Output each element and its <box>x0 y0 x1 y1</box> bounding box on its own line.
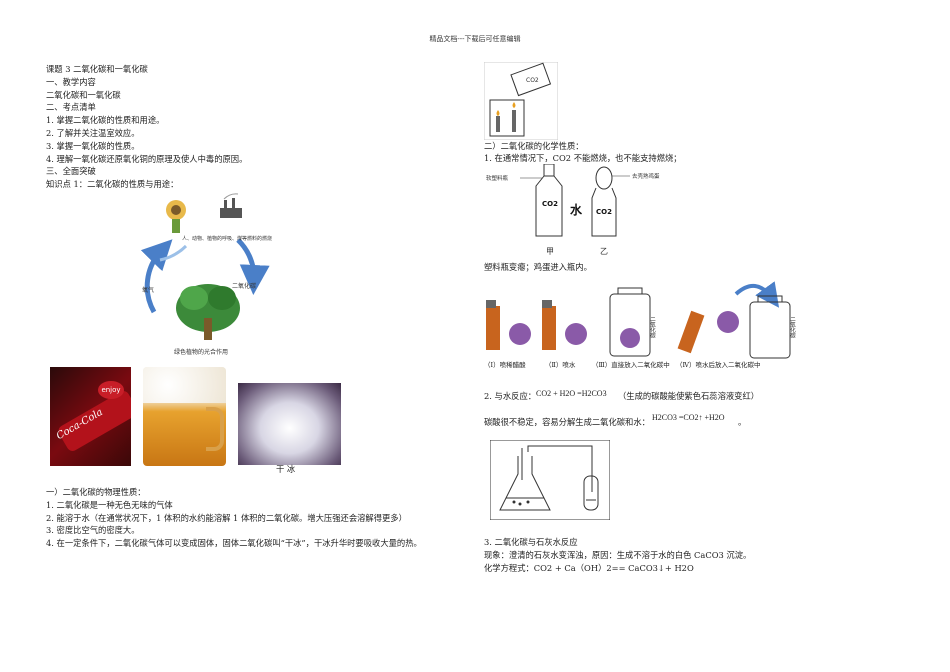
list-item: 3. 密度比空气的密度大。 <box>46 525 140 536</box>
left-column: 课题 3 二氧化碳和一氧化碳 一、教学内容 二氧化碳和一氧化碳 二、考点清单 1… <box>46 63 446 191</box>
person-icon <box>166 200 186 233</box>
flower-icon <box>717 311 739 333</box>
cycle-bottom-label: 绿色植物的光合作用 <box>174 348 228 356</box>
list-item: 4. 在一定条件下，二氧化碳气体可以变成固体，固体二氧化碳叫“干冰”，干冰升华时… <box>46 538 422 549</box>
exp-caption-1: （Ⅰ）喷稀醋酸 <box>484 361 526 369</box>
move-arrow-icon <box>734 281 780 308</box>
jar-label: 二氧化碳 <box>789 316 796 339</box>
flower-icon <box>509 323 531 345</box>
co2-a-label: CO2 <box>542 200 558 208</box>
lesson-title: 课题 3 二氧化碳和一氧化碳 <box>46 64 148 74</box>
jar-icon <box>749 295 791 359</box>
carbonic-acid-text: 碳酸很不稳定，容易分解生成二氧化碳和水： <box>484 417 650 427</box>
spray-bottle-icon <box>486 300 500 350</box>
co2-b-label: CO2 <box>596 208 612 216</box>
list-item: 4. 理解一氧化碳还原氧化铜的原理及使人中毒的原因。 <box>46 153 248 164</box>
factory-icon <box>220 193 242 218</box>
list-item: 3. 掌握一氧化碳的性质。 <box>46 140 140 151</box>
beer-photo <box>143 367 226 466</box>
section-heading: 三、全面突破 <box>46 166 96 177</box>
soft-bottle-label: 软塑料瓶 <box>486 174 509 182</box>
dry-ice-photo <box>238 383 341 465</box>
list-item: 2. 能溶于水（在通常状况下，1 体积的水约能溶解 1 体积的二氧化碳。增大压强… <box>46 512 407 523</box>
limewater-apparatus-diagram <box>490 440 610 520</box>
section-heading: 二、考点清单 <box>46 102 96 113</box>
egg-bottle-icon <box>591 166 617 237</box>
observation-text: 塑料瓶变瘪；鸡蛋进入瓶内。 <box>484 262 592 272</box>
exp-caption-3: （Ⅲ）直接放入二氧化碳中 <box>592 361 670 369</box>
decomposition-formula: H2CO3 =CO2↑ +H2O <box>652 413 725 422</box>
chem-properties-title: 二）二氧化碳的化学性质： <box>484 141 584 151</box>
chem-item-1: 1. 在通常情况下，CO2 不能燃烧，也不能支持燃烧； <box>484 153 682 163</box>
list-item: 1. 二氧化碳是一种无色无味的气体 <box>46 499 173 510</box>
egg-label: 去壳熟鸡蛋 <box>632 172 660 180</box>
cycle-right-label: 二氧化碳 <box>232 282 256 290</box>
spray-bottle-icon <box>677 310 705 354</box>
page-header: 精品文档---下载后可任意编辑 <box>429 35 521 43</box>
text-line: 知识点 1：二氧化碳的性质与用途： <box>46 179 179 190</box>
co2-water-formula: CO2 + H2O =H2CO3 <box>536 389 607 398</box>
list-item: 2. 了解并关注温室效应。 <box>46 127 140 138</box>
dry-ice-caption: 干 冰 <box>276 464 296 474</box>
flower-icon <box>565 323 587 345</box>
bottles-diagram: 软塑料瓶 去壳熟鸡蛋 CO2 CO2 水 甲 乙 <box>486 164 660 256</box>
pouring-co2-diagram: CO2 <box>484 62 558 140</box>
period-mark: 。 <box>738 417 747 427</box>
carbon-cycle-diagram: 人、动物、植物的呼吸、煤等燃料的燃烧 二氧化碳 氧气 绿色植物的光合作用 <box>140 193 272 356</box>
physical-properties: 一）二氧化碳的物理性质： 1. 二氧化碳是一种无色无味的气体 2. 能溶于水（在… <box>46 486 422 550</box>
cola-photo: Coca-Cola enjoy <box>50 367 131 466</box>
equation-text: 化学方程式：CO2 + Ca（OH）2== CaCO3↓+ H2O <box>484 563 694 573</box>
section-heading: 一、教学内容 <box>46 76 96 87</box>
chem-item-2: 2. 与水反应： <box>484 391 537 401</box>
litmus-experiment-diagram: 二氧化碳 二氧化碳 <box>486 281 796 359</box>
yi-label: 乙 <box>600 247 608 256</box>
cycle-left-label: 氧气 <box>142 286 154 294</box>
plastic-bottle-icon <box>535 164 563 237</box>
phenomenon-text: 现象：澄清的石灰水变浑浊，原因：生成不溶于水的白色 CaCO3 沉淀。 <box>484 550 752 560</box>
jar-label: 二氧化碳 <box>649 316 656 339</box>
water-label: 水 <box>570 202 583 217</box>
jia-label: 甲 <box>546 247 554 256</box>
jar-icon <box>609 287 651 357</box>
enjoy-badge: enjoy <box>98 381 124 399</box>
chem-item-2-note: （生成的碳酸能使紫色石蕊溶液变红） <box>618 391 760 401</box>
spray-bottle-icon <box>542 300 556 350</box>
co2-label: CO2 <box>526 77 539 84</box>
cycle-top-label: 人、动物、植物的呼吸、煤等燃料的燃烧 <box>182 235 272 242</box>
exp-caption-4: （Ⅳ）喷水后放入二氧化碳中 <box>676 361 761 369</box>
chem-item-3: 3. 二氧化碳与石灰水反应 <box>484 537 578 547</box>
tree-icon <box>176 284 240 340</box>
section-heading: 一）二氧化碳的物理性质： <box>46 487 146 497</box>
text-line: 二氧化碳和一氧化碳 <box>46 89 121 100</box>
exp-caption-2: （Ⅱ）喷水 <box>545 361 576 369</box>
list-item: 1. 掌握二氧化碳的性质和用途。 <box>46 115 165 126</box>
